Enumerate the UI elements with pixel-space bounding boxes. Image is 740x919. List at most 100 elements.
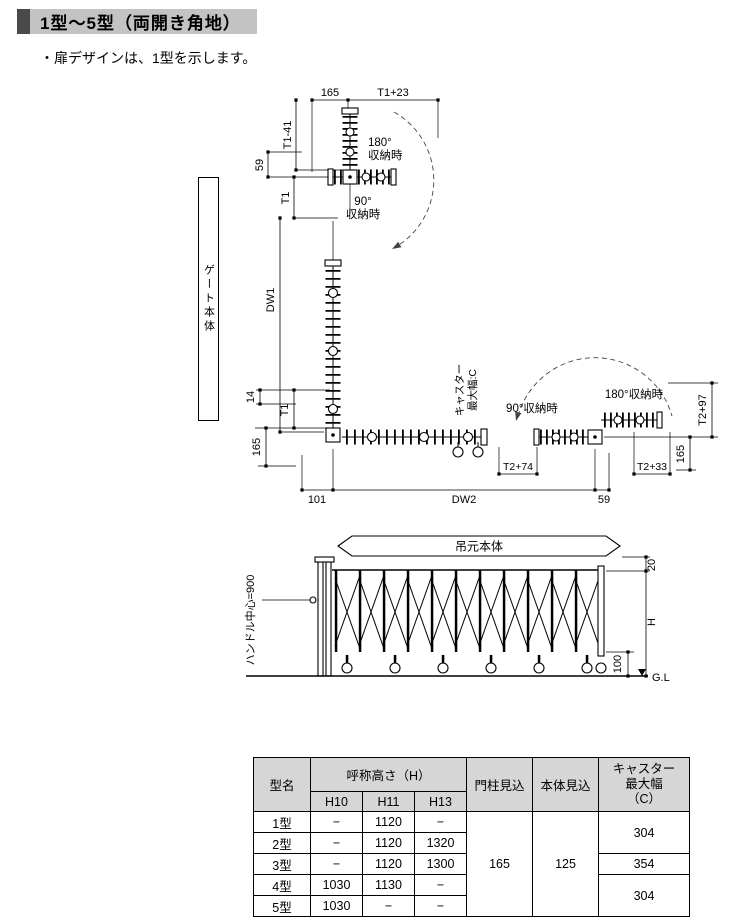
dim-label-101: 101: [308, 494, 326, 506]
fold-90-top-label-line2: 収納時: [346, 208, 381, 221]
caster-width-label-line2: 最大幅:C: [466, 369, 479, 411]
cell-model: 1型: [253, 811, 311, 833]
dim-label-165-top: 165: [321, 87, 339, 99]
top-folded-gate: 180° 収納時 90° 収納時: [327, 107, 403, 261]
cell-h10: 1030: [310, 874, 363, 896]
elevation-dimensions: 20 H 100: [606, 555, 658, 678]
spec-table: 型名 呼称高さ（H） 門柱見込 本体見込 キャスター 最大幅 （C） H10 H…: [253, 757, 690, 917]
cell-h11: 1120: [362, 811, 415, 833]
swing-arrow-top: [392, 241, 402, 249]
cell-h11: 1120: [362, 832, 415, 854]
col-header-body: 本体見込: [532, 757, 599, 812]
col-header-caster: キャスター 最大幅 （C）: [598, 757, 690, 812]
dw1-dimension: DW1: [265, 216, 324, 434]
swing-arrow-right: [515, 411, 522, 421]
cell-h13: −: [414, 874, 467, 896]
dim-label-h: H: [646, 618, 658, 626]
lattice: [332, 565, 605, 657]
dim-label-t1plus23: T1+23: [377, 87, 409, 99]
cell-model: 5型: [253, 895, 311, 917]
caster-width-label-line1: キャスター: [454, 364, 466, 417]
cell-h10: −: [310, 853, 363, 875]
page-title: 1型～5型（両開き角地）: [40, 14, 241, 33]
fold-180-top-label-line1: 180°: [368, 137, 392, 149]
col-header-model: 型名: [253, 757, 311, 812]
cell-h11: 1130: [362, 874, 415, 896]
dim-label-t2plus33: T2+33: [637, 461, 667, 473]
table-row-type4: 4型 1030 1130 − 304: [253, 874, 690, 917]
cell-model: 3型: [253, 853, 311, 875]
dim-label-20: 20: [646, 559, 658, 571]
gate-body-post-label: ゲート本体: [198, 177, 219, 421]
cell-caster-width-12: 304: [598, 811, 690, 854]
design-note: ・扉デザインは、1型を示します。: [40, 50, 257, 66]
dim-label-59-left: 59: [254, 159, 266, 171]
dim-label-dw2: DW2: [452, 494, 476, 506]
col-header-pillar: 門柱見込: [466, 757, 533, 812]
ground-level-label: G.L: [652, 672, 670, 684]
caster-wheel-plan: [472, 446, 484, 458]
cell-h10: −: [310, 832, 363, 854]
end-post: [597, 565, 605, 657]
cell-body-depth: 125: [532, 811, 599, 917]
casters: [341, 655, 607, 674]
dim-label-t1-lower: T1: [279, 404, 291, 417]
dim-label-165-right: 165: [675, 445, 687, 463]
title-bar: 1型～5型（両開き角地）: [30, 9, 257, 34]
title-accent-block: [17, 9, 30, 34]
dim-label-t1minus41: T1-41: [282, 121, 294, 150]
cell-h13: −: [414, 895, 467, 917]
cell-h11: −: [362, 895, 415, 917]
cell-model: 2型: [253, 832, 311, 854]
cell-model: 4型: [253, 874, 311, 896]
cell-pillar-depth: 165: [466, 811, 533, 917]
dim-label-100: 100: [612, 655, 624, 673]
dim-label-t1-upper: T1: [280, 192, 292, 205]
table-row-type1: 1型 − 1120 − 165 125 304: [253, 811, 690, 917]
dim-label-t2plus97: T2+97: [697, 394, 709, 426]
table-row-type3: 3型 − 1120 1300 354: [253, 853, 690, 875]
hinge-body-banner: 吊元本体: [337, 535, 621, 557]
hinge-body-label: 吊元本体: [455, 540, 503, 554]
dim-label-t2plus74: T2+74: [503, 461, 533, 473]
ground-line: G.L: [246, 669, 670, 684]
cell-h10: 1030: [310, 895, 363, 917]
cell-caster-width-45: 304: [598, 874, 690, 917]
col-header-height: 呼称高さ（H）: [310, 757, 467, 792]
swing-arc-top: [392, 111, 435, 249]
caster-wheel-plan: [452, 446, 464, 458]
handle-knob: [309, 596, 317, 604]
section-header: 1型～5型（両開き角地）: [17, 9, 257, 34]
dim-label-59-right: 59: [598, 494, 610, 506]
cell-caster-width-3: 354: [598, 853, 690, 875]
dim-label-165-mid: 165: [251, 438, 263, 456]
col-header-h13: H13: [414, 791, 467, 812]
lower-left-dimensions: 14 T1 165: [245, 388, 330, 468]
horizontal-gate-plan: キャスター 最大幅:C: [342, 364, 488, 458]
fold-180-top-label-line2: 収納時: [368, 149, 403, 162]
cell-h11: 1120: [362, 853, 415, 875]
table-row-type5: 5型 1030 − −: [253, 895, 690, 917]
table-row-type2: 2型 − 1120 1320: [253, 832, 690, 854]
top-dimensions: 165 T1+23 T1-41 59 T1: [254, 87, 440, 220]
right-dimensions: T2+97 165 T2+74 T2+33: [497, 381, 718, 476]
fold-90-top-label-line1: 90°: [354, 196, 371, 208]
cell-h10: −: [310, 811, 363, 833]
right-folded-gate: 90°収納時 180°収納時: [506, 388, 664, 446]
cell-h13: 1320: [414, 832, 467, 854]
handle-post: [309, 556, 335, 677]
dim-label-14: 14: [245, 391, 257, 403]
cell-h13: −: [414, 811, 467, 833]
vertical-gate-plan: [324, 259, 342, 443]
col-header-h11: H11: [362, 791, 415, 812]
fold-90-right-label: 90°収納時: [506, 402, 558, 415]
cell-h13: 1300: [414, 853, 467, 875]
technical-diagram: 165 T1+23 T1-41 59 T1 180° 収納時 90° 収納時: [244, 87, 718, 684]
dim-label-dw1: DW1: [265, 288, 277, 312]
col-header-h10: H10: [310, 791, 363, 812]
swing-arc-right: [515, 357, 673, 421]
handle-center-label: ハンドル中心=900: [244, 575, 257, 666]
bottom-dimensions: 101 DW2 59: [300, 449, 611, 506]
elevation-view: ハンドル中心=900: [244, 555, 670, 684]
